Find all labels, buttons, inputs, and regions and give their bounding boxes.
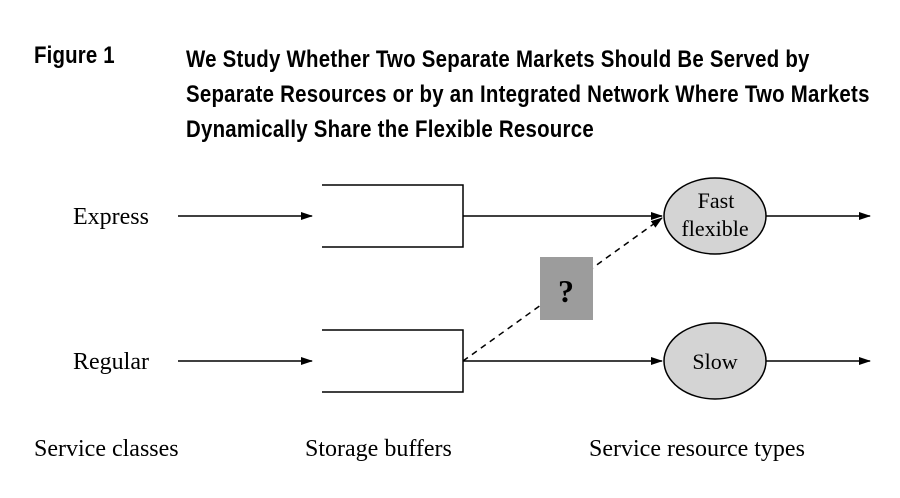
column-label-storage-buffers: Storage buffers — [305, 436, 452, 462]
question-mark: ? — [558, 273, 574, 309]
column-label-service-classes: Service classes — [34, 436, 179, 462]
fast-resource-label-line1: Fast — [698, 188, 735, 213]
figure-title: We Study Whether Two Separate Markets Sh… — [186, 46, 870, 143]
column-label-resource-types: Service resource types — [589, 436, 805, 462]
fast-resource-label-line2: flexible — [681, 216, 748, 241]
figure-label: Figure 1 — [34, 42, 115, 69]
service-class-regular: Regular — [73, 349, 149, 375]
unknown-link-box — [540, 257, 593, 320]
slow-resource-label: Slow — [692, 349, 737, 374]
service-class-express: Express — [73, 204, 149, 230]
express-buffer — [322, 184, 464, 248]
regular-buffer — [322, 329, 464, 393]
